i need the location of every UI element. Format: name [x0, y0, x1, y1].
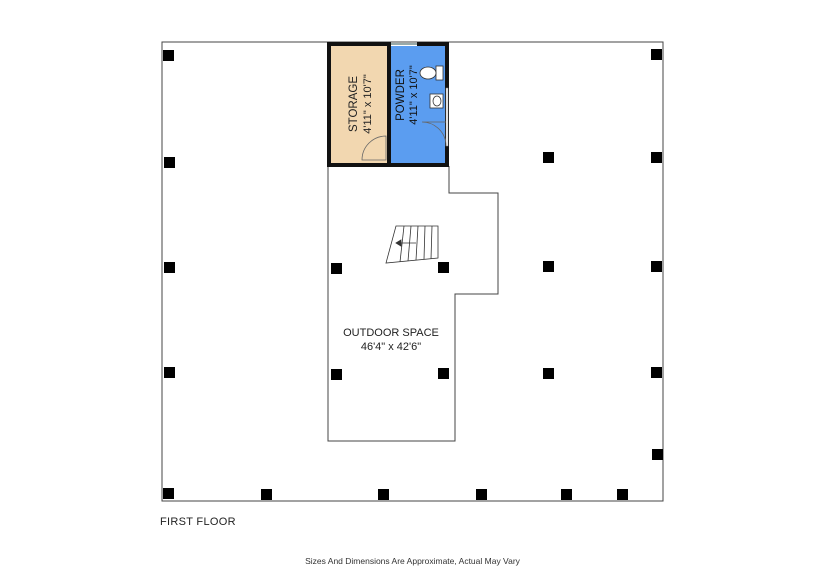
column	[651, 261, 662, 272]
columns	[163, 49, 663, 500]
column	[543, 152, 554, 163]
window	[391, 43, 417, 45]
storage-door-swing	[361, 135, 387, 161]
column	[617, 489, 628, 500]
storage-room-name: STORAGE	[348, 76, 360, 132]
column	[561, 489, 572, 500]
column	[476, 489, 487, 500]
column	[164, 262, 175, 273]
toilet-icon	[419, 65, 444, 81]
column	[164, 157, 175, 168]
column	[438, 368, 449, 379]
column	[163, 488, 174, 499]
floor-label: FIRST FLOOR	[160, 516, 236, 528]
disclaimer-text: Sizes And Dimensions Are Approximate, Ac…	[305, 556, 520, 566]
window-right	[445, 87, 449, 147]
column	[543, 261, 554, 272]
column	[331, 369, 342, 380]
sink-icon	[429, 93, 444, 109]
powder-room-dims: 4'11" x 10'7"	[408, 65, 420, 125]
outdoor-space-name: OUTDOOR SPACE	[343, 327, 439, 339]
column	[651, 367, 662, 378]
column	[651, 49, 662, 60]
floor-outline	[161, 41, 664, 502]
powder-door-swing	[421, 121, 447, 147]
column	[163, 50, 174, 61]
column	[331, 263, 342, 274]
column	[164, 367, 175, 378]
outdoor-space-dims: 46'4" x 42'6"	[361, 341, 421, 353]
column	[543, 368, 554, 379]
column	[261, 489, 272, 500]
outdoor-space-outline	[327, 166, 499, 442]
column	[378, 489, 389, 500]
column	[651, 152, 662, 163]
staircase	[385, 225, 439, 264]
storage-room-dims: 4'11" x 10'7"	[362, 74, 374, 134]
column	[652, 449, 663, 460]
column	[438, 262, 449, 273]
powder-room-name: POWDER	[395, 69, 407, 121]
storage-room	[331, 46, 387, 163]
